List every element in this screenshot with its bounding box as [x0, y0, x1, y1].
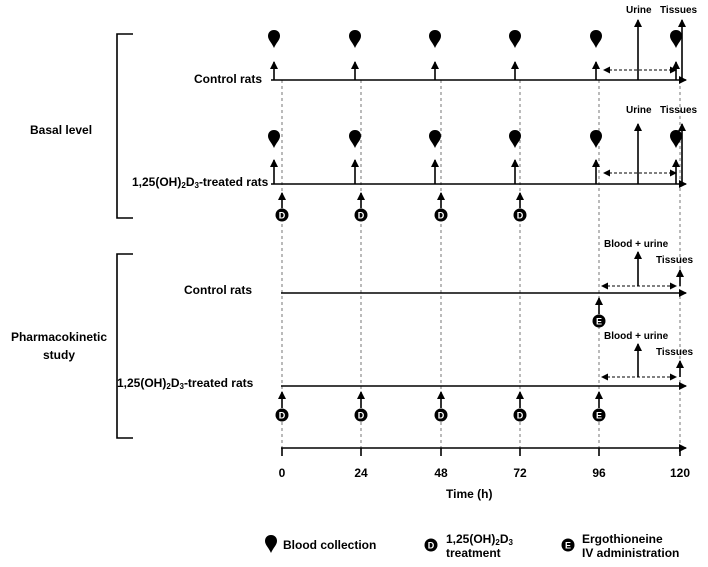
axis-tick-0: 0	[278, 466, 286, 480]
blood-drop-icon	[670, 30, 682, 48]
legend-e-line1: Ergothioneine	[582, 532, 663, 546]
d-treatment-icon: D	[513, 208, 527, 222]
svg-text:E: E	[565, 541, 571, 551]
legend-d-icon: D	[424, 538, 438, 552]
d-treatment-icon: D	[513, 408, 527, 422]
e-administration-icon: E	[592, 314, 606, 328]
group-label-basal: Basal level	[30, 123, 93, 137]
legend-d-line1: 1,25(OH)2D3	[446, 532, 513, 547]
legend-e-line2: IV administration	[582, 546, 680, 560]
blood-drop-icon	[349, 30, 361, 48]
legend-e-icon: E	[561, 538, 575, 552]
d-treatment-icon: D	[354, 208, 368, 222]
row-pk-control	[281, 251, 687, 314]
axis-tick-72: 72	[513, 466, 527, 480]
label-blood-urine-pk-control: Blood + urine	[604, 239, 669, 250]
svg-text:D: D	[428, 541, 435, 551]
legend-e-label: Ergothioneine IV administration	[582, 532, 679, 560]
axis-label: Time (h)	[446, 487, 493, 501]
group-label-pk: Pharmacokinetic study	[10, 330, 108, 362]
d-treatment-icon: D	[434, 208, 448, 222]
d-treatment-icon: D	[275, 408, 289, 422]
blood-drop-icon	[590, 130, 602, 148]
axis-tick-120: 120	[669, 466, 691, 480]
blood-drop-icon	[349, 130, 361, 148]
d-treatment-icon: D	[434, 408, 448, 422]
svg-text:D: D	[517, 411, 524, 421]
svg-text:D: D	[279, 211, 286, 221]
blood-drop-icon	[429, 30, 441, 48]
row-label-pk-control: Control rats	[184, 283, 253, 297]
legend-blood-label: Blood collection	[283, 538, 377, 552]
blood-drop-icon	[268, 130, 280, 148]
svg-text:D: D	[438, 411, 445, 421]
label-urine-basal-treated: Urine	[626, 105, 652, 116]
row-label-basal-treated: 1,25(OH)2D3-treated rats	[132, 175, 269, 190]
axis-tick-24: 24	[354, 466, 368, 480]
blood-drop-icon	[429, 130, 441, 148]
row-label-basal-control: Control rats	[194, 72, 263, 86]
row-basal-treated	[270, 123, 687, 208]
blood-drop-icon	[590, 30, 602, 48]
legend-blood-drop-icon	[265, 535, 277, 553]
svg-text:D: D	[438, 211, 445, 221]
blood-drop-icon	[670, 130, 682, 148]
d-markers-basal: D D D D	[275, 208, 527, 222]
blood-drop-icon	[268, 30, 280, 48]
svg-text:D: D	[517, 211, 524, 221]
d-treatment-icon: D	[275, 208, 289, 222]
axis-tick-96: 96	[592, 466, 606, 480]
label-tissues-pk-treated: Tissues	[656, 347, 694, 358]
svg-text:E: E	[596, 411, 602, 421]
legend-d-line2: treatment	[446, 546, 501, 560]
legend-d-label: 1,25(OH)2D3 treatment	[446, 532, 513, 560]
d-markers-pk: D D D D E	[275, 408, 606, 422]
row-pk-treated	[278, 343, 687, 408]
row-basal-control	[270, 19, 687, 84]
svg-text:D: D	[279, 411, 286, 421]
svg-text:D: D	[358, 211, 365, 221]
bracket-pk	[116, 253, 133, 439]
dashed-guides	[281, 80, 681, 448]
label-tissues-basal-treated: Tissues	[660, 105, 698, 116]
blood-drop-icon	[509, 130, 521, 148]
label-urine-basal-control: Urine	[626, 5, 652, 16]
blood-drops-basal-treated	[268, 130, 682, 148]
time-axis	[281, 444, 687, 456]
svg-text:E: E	[596, 317, 602, 327]
label-tissues-pk-control: Tissues	[656, 255, 694, 266]
blood-drop-icon	[509, 30, 521, 48]
row-label-pk-treated: 1,25(OH)2D3-treated rats	[117, 376, 254, 391]
d-treatment-icon: D	[354, 408, 368, 422]
label-blood-urine-pk-treated: Blood + urine	[604, 331, 669, 342]
blood-drops-basal-control	[268, 30, 682, 48]
bracket-basal	[116, 33, 133, 219]
axis-tick-48: 48	[434, 466, 448, 480]
e-administration-icon: E	[592, 408, 606, 422]
svg-text:D: D	[358, 411, 365, 421]
label-tissues-basal-control: Tissues	[660, 5, 698, 16]
